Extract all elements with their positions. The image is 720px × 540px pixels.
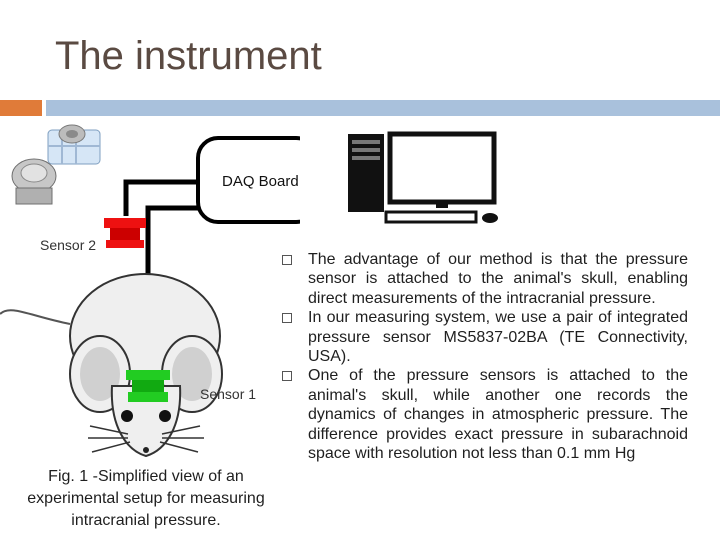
daq-board-label: DAQ Board <box>222 173 299 190</box>
accent-bar-blue <box>46 100 720 116</box>
slide-title: The instrument <box>55 34 322 78</box>
computer-mouse <box>482 213 498 223</box>
pc-tower <box>348 134 384 212</box>
accent-bar-orange <box>0 100 42 116</box>
bullet-item: The advantage of our method is that the … <box>282 250 688 308</box>
sensor1-icon <box>126 370 170 402</box>
daq-board-box <box>196 136 300 224</box>
sensor-photo <box>11 124 101 205</box>
bullet-list: The advantage of our method is that the … <box>282 250 688 463</box>
sensor2-icon <box>104 218 146 248</box>
square-bullet-icon <box>282 255 292 265</box>
wire-sensor1-top <box>145 205 198 230</box>
bullet-text: The advantage of our method is that the … <box>308 251 688 307</box>
keyboard <box>384 210 478 224</box>
square-bullet-icon <box>282 313 292 324</box>
wire-sensor2 <box>123 179 198 216</box>
bullet-item: One of the pressure sensors is attached … <box>282 366 688 463</box>
bullet-text: One of the pressure sensors is attached … <box>308 367 688 463</box>
computer-illustration <box>348 131 498 224</box>
mouse-illustration <box>0 273 223 458</box>
bullet-item: In our measuring system, we use a pair o… <box>282 308 688 366</box>
monitor <box>387 131 497 205</box>
sensor2-label: Sensor 2 <box>40 237 96 253</box>
setup-diagram: DAQ Board Sensor 2 Sensor 1 <box>0 124 300 458</box>
bullet-text: In our measuring system, we use a pair o… <box>308 309 688 366</box>
square-bullet-icon <box>282 371 292 382</box>
figure-caption: Fig. 1 -Simplified view of an experiment… <box>27 468 265 529</box>
sensor1-label: Sensor 1 <box>200 386 256 402</box>
